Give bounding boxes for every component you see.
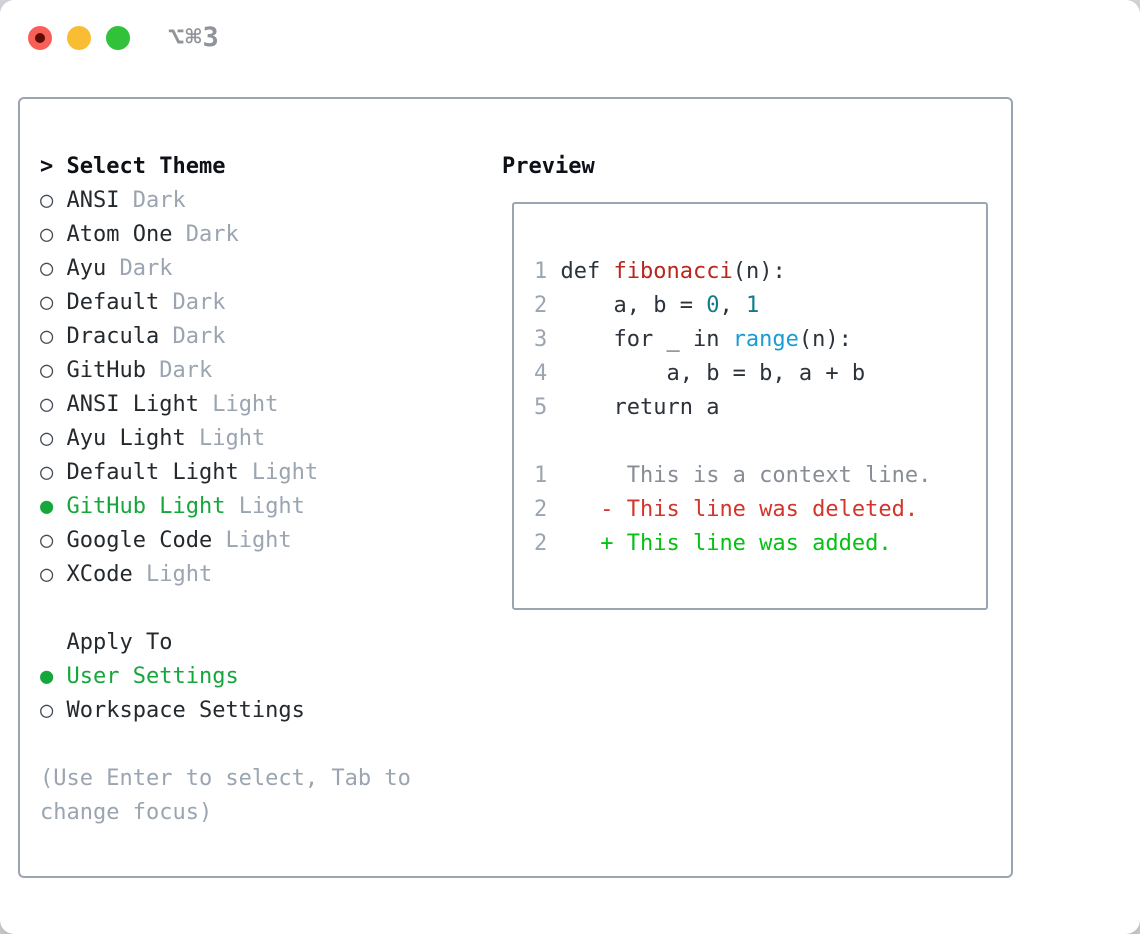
theme-variant-label: Light [238, 460, 319, 485]
theme-option-label: Default Light [66, 460, 239, 485]
close-button[interactable] [28, 26, 52, 50]
theme-variant-label: Light [198, 392, 279, 417]
theme-variant-label: Light [212, 528, 292, 553]
preview-line: 3 for _ in range(n): [534, 327, 852, 352]
theme-option[interactable]: ○ Ayu Light Light [40, 422, 490, 456]
radio-off-icon: ○ [40, 358, 67, 383]
window-title: ⌥⌘3 [168, 22, 220, 53]
radio-off-icon: ○ [40, 426, 67, 451]
select-theme-header-label: Select Theme [66, 154, 226, 179]
zoom-button[interactable] [106, 26, 130, 50]
radio-off-icon: ○ [40, 460, 67, 485]
theme-option-label: Atom One [66, 222, 173, 247]
theme-option-label: ANSI [66, 188, 120, 213]
theme-option[interactable]: ○ XCode Light [40, 558, 490, 592]
line-number: 1 [534, 463, 561, 488]
apply-to-list: ● User Settings○ Workspace Settings [40, 660, 490, 728]
line-number: 4 [534, 361, 561, 386]
theme-picker-left-column: > Select Theme ○ ANSI Dark○ Atom One Dar… [40, 150, 490, 830]
theme-variant-label: Dark [159, 324, 226, 349]
apply-to-option[interactable]: ○ Workspace Settings [40, 694, 490, 728]
theme-option[interactable]: ○ Default Dark [40, 286, 490, 320]
theme-list: ○ ANSI Dark○ Atom One Dark○ Ayu Dark○ De… [40, 184, 490, 592]
preview-line: 5 return a [534, 395, 720, 420]
focus-caret-icon: > [40, 154, 67, 179]
preview-box: 1 def fibonacci(n): 2 a, b = 0, 1 3 for _ … [512, 202, 988, 610]
radio-off-icon: ○ [40, 290, 67, 315]
radio-off-icon: ○ [40, 256, 67, 281]
apply-to-option-label: Workspace Settings [66, 698, 305, 723]
minimize-button[interactable] [67, 26, 91, 50]
theme-variant-label: Light [185, 426, 266, 451]
preview-line: 1 def fibonacci(n): [534, 259, 786, 284]
theme-variant-label: Dark [119, 188, 186, 213]
theme-picker-panel: > Select Theme ○ ANSI Dark○ Atom One Dar… [18, 97, 1013, 878]
keyboard-hint: (Use Enter to select, Tab to change focu… [40, 766, 411, 825]
theme-option-label: GitHub [66, 358, 146, 383]
theme-variant-label: Dark [159, 290, 226, 315]
theme-option-label: Dracula [66, 324, 160, 349]
preview-line: 2 - This line was deleted. [534, 497, 919, 522]
theme-option[interactable]: ● GitHub Light Light [40, 490, 490, 524]
theme-option-label: ANSI Light [66, 392, 199, 417]
radio-on-icon: ● [40, 664, 67, 689]
apply-to-header-label: Apply To [66, 630, 173, 655]
select-theme-header: > Select Theme [40, 150, 490, 184]
preview-blank-line [534, 425, 986, 459]
radio-off-icon: ○ [40, 222, 67, 247]
theme-option[interactable]: ○ Atom One Dark [40, 218, 490, 252]
theme-option[interactable]: ○ Dracula Dark [40, 320, 490, 354]
preview-line: 1 This is a context line. [534, 463, 932, 488]
theme-option[interactable]: ○ ANSI Dark [40, 184, 490, 218]
theme-variant-label: Light [225, 494, 305, 519]
theme-option-label: Ayu Light [66, 426, 186, 451]
theme-option-label: GitHub Light [66, 494, 226, 519]
theme-option-label: XCode [66, 562, 133, 587]
theme-variant-label: Dark [172, 222, 239, 247]
radio-off-icon: ○ [40, 188, 67, 213]
theme-option[interactable]: ○ Ayu Dark [40, 252, 490, 286]
preview-header-label: Preview [502, 154, 595, 179]
preview-line: 2 a, b = 0, 1 [534, 293, 760, 318]
apply-to-header: Apply To [40, 626, 490, 660]
line-number: 2 [534, 497, 561, 522]
apply-to-option-label: User Settings [66, 664, 239, 689]
theme-variant-label: Dark [145, 358, 213, 383]
theme-option[interactable]: ○ GitHub Dark [40, 354, 490, 388]
radio-off-icon: ○ [40, 324, 67, 349]
line-number: 2 [534, 531, 561, 556]
line-number: 2 [534, 293, 561, 318]
line-number: 3 [534, 327, 561, 352]
preview-code: 1 def fibonacci(n): 2 a, b = 0, 1 3 for _ … [534, 255, 986, 561]
radio-off-icon: ○ [40, 392, 67, 417]
theme-variant-label: Light [132, 562, 213, 587]
preview-line: 4 a, b = b, a + b [534, 361, 866, 386]
theme-option[interactable]: ○ Google Code Light [40, 524, 490, 558]
spacer [40, 592, 490, 626]
line-number: 5 [534, 395, 561, 420]
titlebar: ⌥⌘3 [0, 0, 1140, 97]
radio-on-icon: ● [40, 494, 67, 519]
traffic-lights [28, 26, 130, 50]
radio-off-icon: ○ [40, 528, 67, 553]
radio-off-icon: ○ [40, 698, 67, 723]
theme-option-label: Ayu [66, 256, 107, 281]
theme-option-label: Default [66, 290, 160, 315]
apply-to-option[interactable]: ● User Settings [40, 660, 490, 694]
theme-option[interactable]: ○ Default Light Light [40, 456, 490, 490]
line-number: 1 [534, 259, 561, 284]
theme-option-label: Google Code [66, 528, 213, 553]
theme-variant-label: Dark [106, 256, 173, 281]
preview-line: 2 + This line was added. [534, 531, 892, 556]
close-dot-icon [35, 33, 45, 43]
radio-off-icon: ○ [40, 562, 67, 587]
theme-option[interactable]: ○ ANSI Light Light [40, 388, 490, 422]
